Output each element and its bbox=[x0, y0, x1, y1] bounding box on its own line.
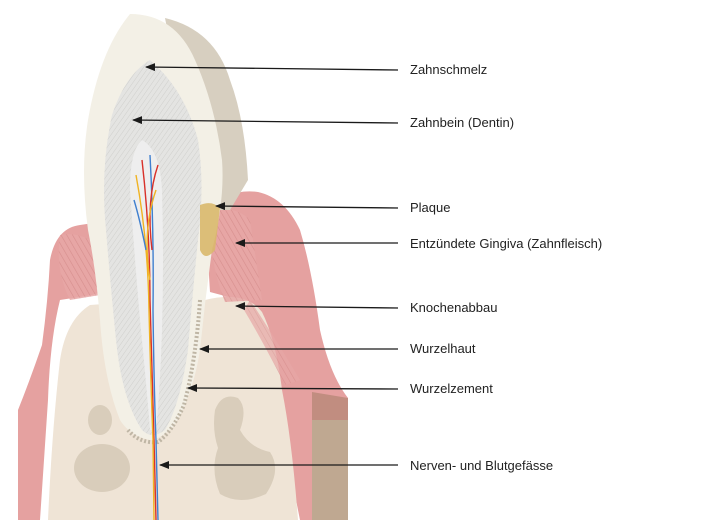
label-periodontium: Wurzelhaut bbox=[410, 341, 476, 356]
bone-cavity bbox=[214, 396, 276, 500]
bone-cavity bbox=[88, 405, 112, 435]
label-gingiva: Entzündete Gingiva (Zahnfleisch) bbox=[410, 236, 602, 251]
arrow-enamel bbox=[145, 63, 399, 72]
gum-striation-slope bbox=[244, 300, 300, 385]
bone-right-strip bbox=[312, 420, 348, 520]
label-dentin: Zahnbein (Dentin) bbox=[410, 115, 514, 130]
label-enamel: Zahnschmelz bbox=[410, 62, 487, 77]
gum-tissue bbox=[18, 222, 110, 520]
label-plaque: Plaque bbox=[410, 200, 450, 215]
arrow-dentin bbox=[132, 116, 399, 125]
arrow-bone-loss bbox=[235, 302, 399, 311]
gum-striation-right bbox=[209, 208, 262, 302]
plaque bbox=[200, 203, 220, 256]
label-nerves-vessels: Nerven- und Blutgefässe bbox=[410, 458, 553, 473]
arrow-plaque bbox=[215, 202, 399, 211]
arrow-cementum bbox=[187, 384, 399, 393]
leader-lines bbox=[132, 63, 399, 469]
pulp bbox=[130, 140, 163, 430]
bone-cavity bbox=[74, 444, 130, 492]
label-bone-loss: Knochenabbau bbox=[410, 300, 497, 315]
gum-striation-left bbox=[58, 234, 100, 300]
label-cementum: Wurzelzement bbox=[410, 381, 493, 396]
nerves-vessels bbox=[133, 154, 159, 521]
